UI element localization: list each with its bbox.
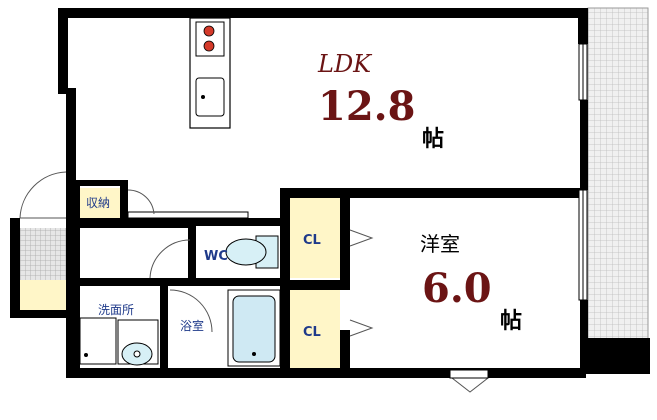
ldk-room-name: LDK <box>317 50 373 78</box>
doors <box>19 171 489 393</box>
exterior-walls <box>10 8 588 378</box>
western-size-unit: 帖 <box>500 309 522 334</box>
western-room-name: 洋室 <box>420 232 460 256</box>
western-room-size: 6.0 <box>422 265 492 312</box>
ldk-room-size: 12.8 <box>318 83 415 130</box>
windows <box>127 43 588 301</box>
kitchen-counter <box>189 17 231 129</box>
interior-walls <box>76 180 580 378</box>
closet-lower-label: CL <box>303 325 321 340</box>
bathroom-label: 浴室 <box>180 318 204 333</box>
closet-lower-area <box>290 290 340 368</box>
balcony <box>580 7 650 374</box>
washroom-label: 洗面所 <box>98 303 134 317</box>
closet-upper-label: CL <box>303 233 321 248</box>
storage-label: 収納 <box>86 196 110 210</box>
toilet-label: WC <box>204 249 228 264</box>
toilet-fixture <box>225 235 279 269</box>
storage-area <box>80 188 124 218</box>
closet-upper-area <box>290 198 340 278</box>
washroom-fixtures <box>79 317 159 366</box>
bathtub <box>227 289 281 367</box>
ldk-size-unit: 帖 <box>422 127 444 152</box>
